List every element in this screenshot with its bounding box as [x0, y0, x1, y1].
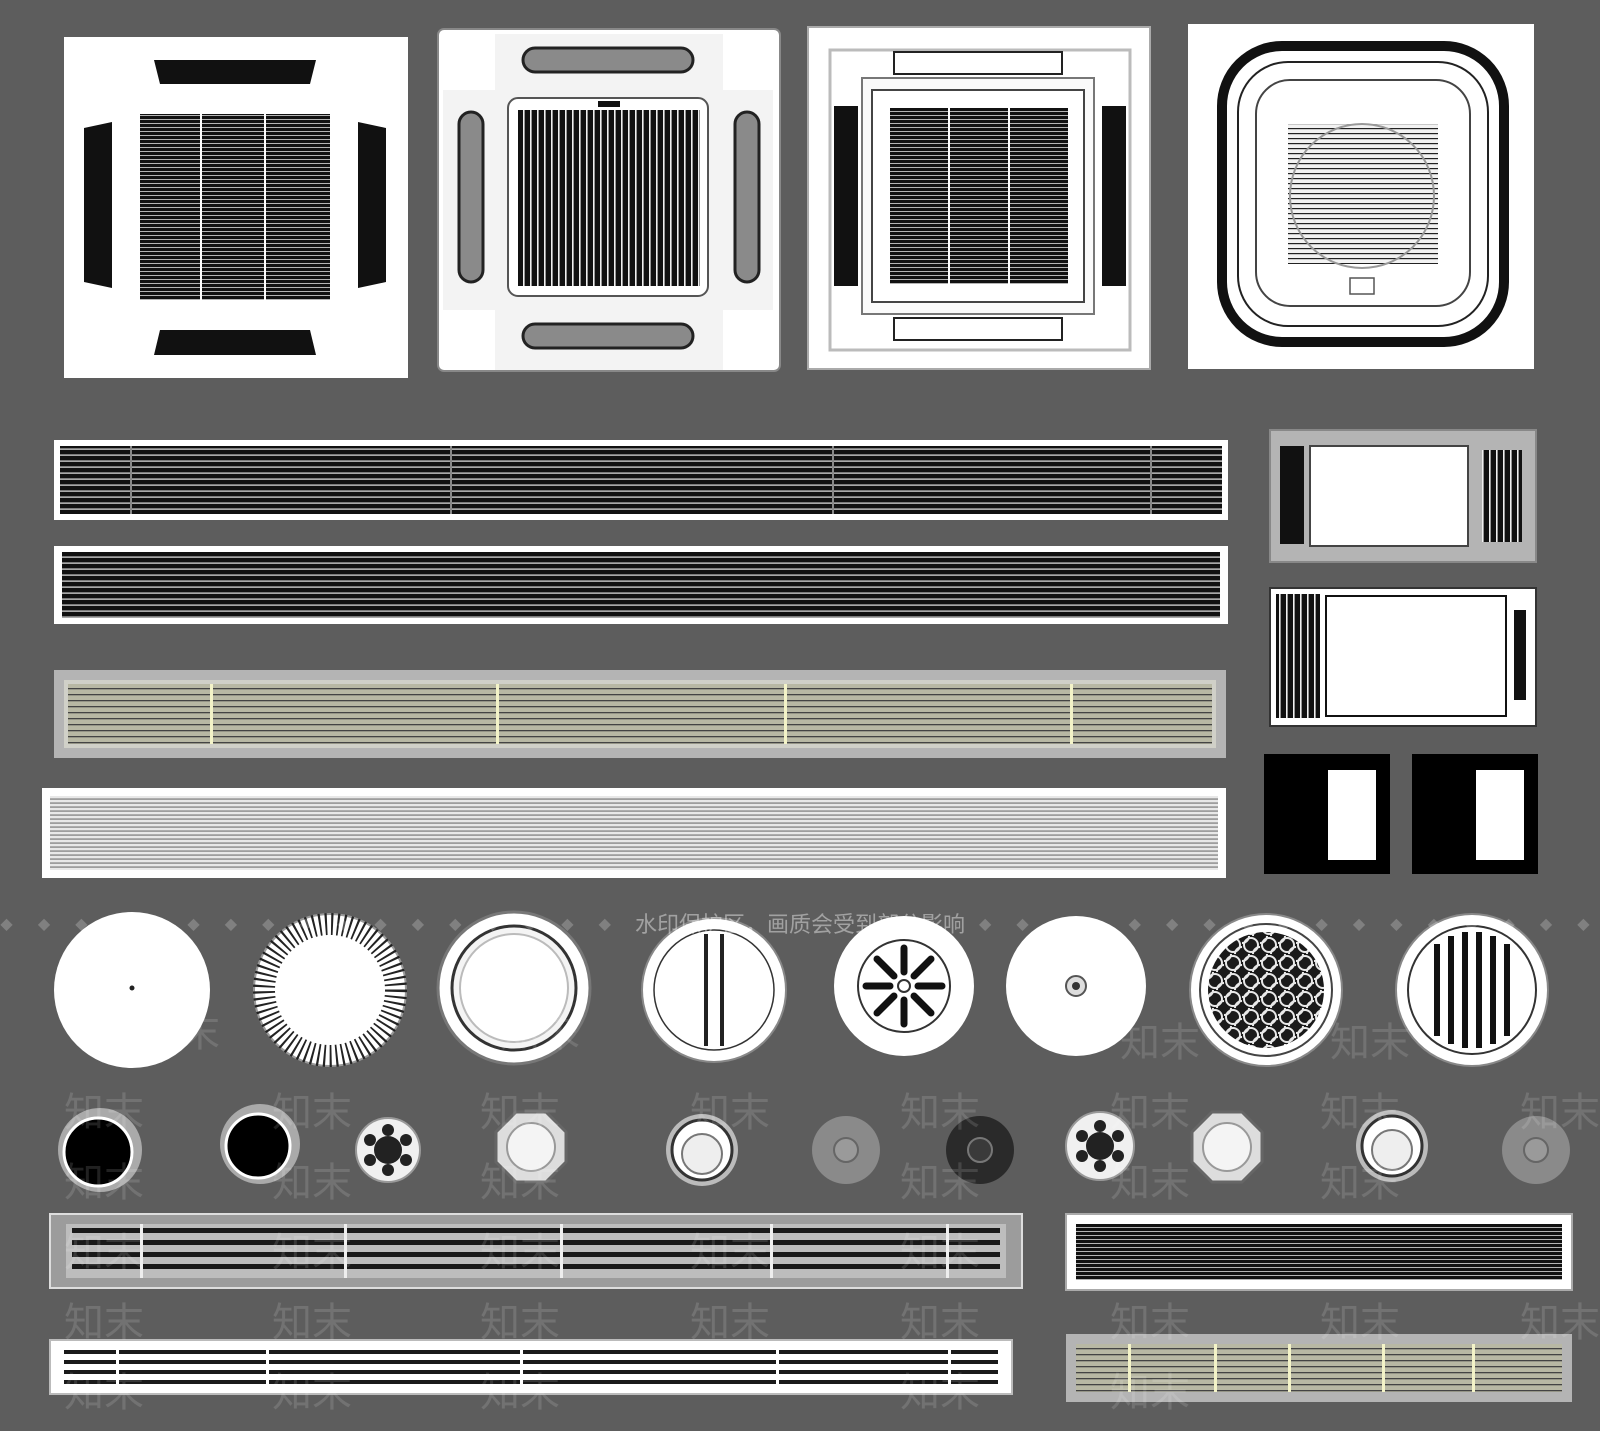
light-panel-right	[1412, 754, 1538, 874]
disk-radial	[253, 913, 407, 1067]
dome-gray-a	[812, 1116, 880, 1184]
cassette-4way-slot	[64, 37, 408, 378]
octagon-a	[494, 1110, 568, 1184]
cassette-frame-panel	[807, 26, 1151, 370]
grille-olive-frame	[54, 670, 1226, 758]
disk-split	[641, 917, 787, 1063]
slot-olive-short	[1066, 1334, 1572, 1402]
disk-dot	[1006, 916, 1146, 1056]
slot-gray-long	[49, 1213, 1023, 1289]
disk-swirl	[834, 916, 974, 1056]
exhaust-panel-gray	[1269, 429, 1537, 563]
slot-gray-short	[1065, 1213, 1573, 1291]
disk-lattice	[1189, 913, 1343, 1067]
gear-white-a	[355, 1117, 421, 1183]
gear-white-b	[1065, 1111, 1135, 1181]
octagon-b	[1190, 1110, 1264, 1184]
grille-black-segmented	[54, 440, 1228, 520]
grille-gray-lines	[42, 788, 1226, 878]
dome-gray-b	[1502, 1116, 1570, 1184]
downlight-black-b	[220, 1104, 300, 1184]
slot-white-long	[49, 1339, 1013, 1395]
cassette-round-corner	[1188, 24, 1534, 369]
ring-light-b	[1356, 1110, 1428, 1182]
downlight-black-a	[58, 1108, 142, 1192]
disk-plain	[54, 912, 210, 1068]
cassette-rounded-slot	[437, 28, 781, 372]
exhaust-panel-white	[1269, 587, 1537, 727]
grille-black-full	[54, 546, 1228, 624]
ring-light-a	[666, 1114, 738, 1186]
light-panel-left	[1264, 754, 1390, 874]
dome-dark	[946, 1116, 1014, 1184]
disk-ring	[436, 910, 592, 1066]
disk-bars	[1395, 913, 1549, 1067]
